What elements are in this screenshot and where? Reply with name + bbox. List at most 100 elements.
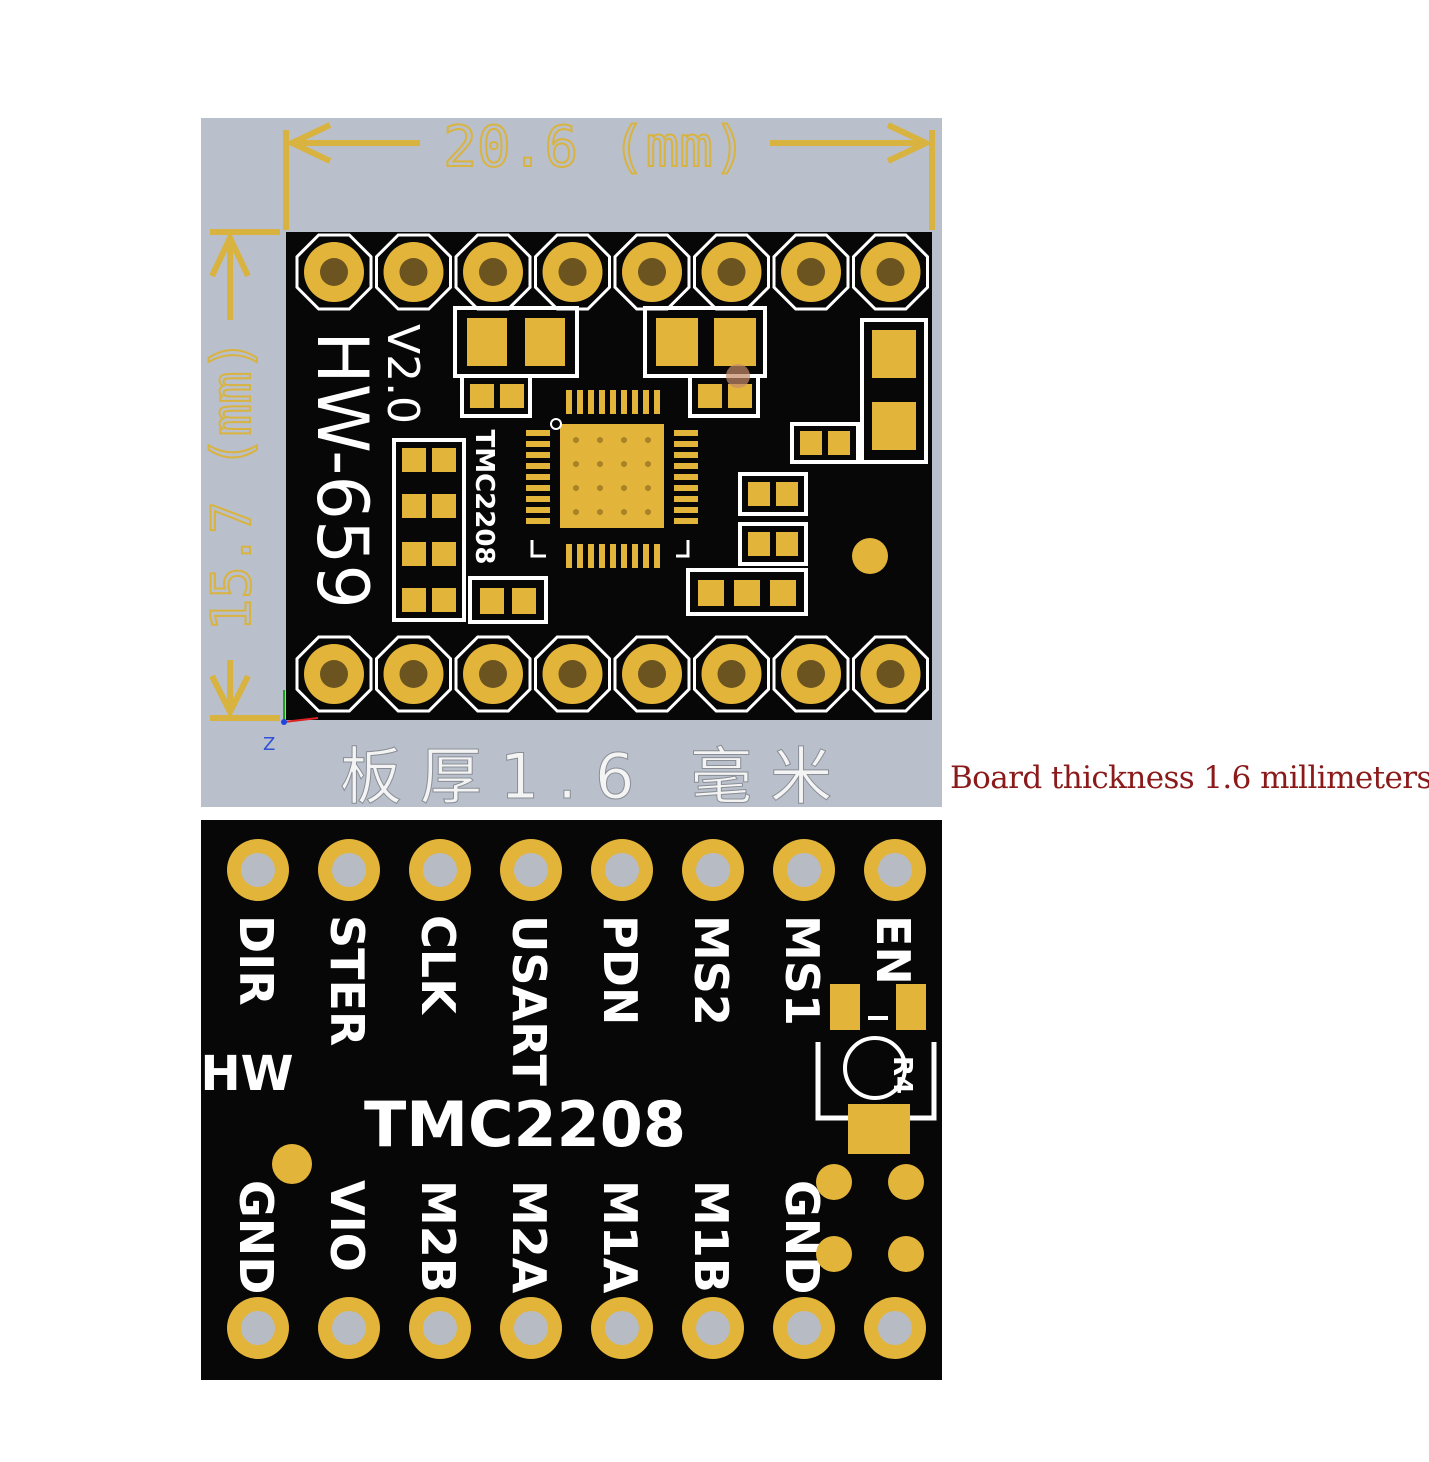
- top-pin-label: PDN: [593, 915, 647, 1025]
- qfn-pin: [674, 463, 698, 469]
- pin-hole: [605, 853, 639, 887]
- pin-outline: [375, 233, 452, 311]
- thermal-via: [621, 437, 627, 443]
- thermal-via: [573, 485, 579, 491]
- qfn-pin: [621, 390, 627, 414]
- pin-outline: [295, 635, 373, 713]
- bottom-pin-label: GND: [229, 1180, 283, 1294]
- bottom-pin-label: M2A: [502, 1180, 556, 1294]
- brand-label: HW: [200, 1046, 293, 1102]
- pin-hole: [797, 258, 825, 286]
- top-pin-label: STER: [320, 915, 374, 1046]
- qfn-pin: [654, 390, 660, 414]
- bottom-pin-label: VIO: [320, 1180, 374, 1272]
- pin-outline: [772, 635, 850, 713]
- qfn-pin: [599, 544, 605, 568]
- qfn-pin: [599, 390, 605, 414]
- qfn-pin: [674, 441, 698, 447]
- top-pin-label: MS2: [684, 915, 738, 1026]
- pin-hole: [638, 660, 666, 688]
- pin-hole: [787, 853, 821, 887]
- bottom-view-top-pins: [227, 839, 926, 901]
- pin-hole: [514, 853, 548, 887]
- chip-label-bottom: TMC2208: [364, 1088, 686, 1161]
- thermal-via: [573, 437, 579, 443]
- qfn-pin: [526, 430, 550, 436]
- qfn-pin: [632, 544, 638, 568]
- top-pin-label: MS1: [775, 915, 829, 1026]
- qfn-pin: [526, 496, 550, 502]
- qfn-pin: [577, 544, 583, 568]
- qfn-pin: [526, 474, 550, 480]
- pin-outline: [772, 233, 850, 311]
- qfn-pin: [610, 544, 616, 568]
- qfn-pin: [526, 441, 550, 447]
- top-pin-label: EN: [866, 915, 920, 985]
- qfn-pin: [610, 390, 616, 414]
- qfn-pin: [643, 544, 649, 568]
- pin-hole: [399, 258, 428, 286]
- board-model-label: HW-659: [301, 331, 383, 609]
- thickness-label: 板厚1.6 毫米: [340, 740, 850, 813]
- height-dimension-label: 15.7 (mm): [200, 339, 263, 632]
- pin-hole: [878, 1311, 912, 1345]
- pin-hole: [717, 258, 746, 286]
- bottom-header-pins: [295, 635, 929, 713]
- pin-hole: [876, 660, 905, 688]
- qfn-pin: [632, 390, 638, 414]
- thermal-via: [597, 509, 603, 515]
- pin-hole: [479, 660, 507, 688]
- pin-hole: [423, 853, 457, 887]
- pin-outline: [613, 635, 691, 713]
- pin-hole: [241, 1311, 275, 1345]
- pin-hole: [717, 660, 746, 688]
- top-pin-label: DIR: [229, 915, 283, 1006]
- pin-hole: [514, 1311, 548, 1345]
- qfn-pin: [674, 496, 698, 502]
- pin-hole: [558, 660, 587, 688]
- height-dimension: [209, 229, 280, 721]
- bottom-pin-label: GND: [775, 1180, 829, 1294]
- bottom-pin-label: M1A: [593, 1180, 647, 1294]
- width-dimension: [283, 122, 935, 230]
- top-pin-label: CLK: [411, 915, 465, 1016]
- axis-z-label: Z: [263, 734, 275, 755]
- pin-hole: [479, 258, 507, 286]
- bottom-view-bottom-pins: [227, 1297, 926, 1359]
- thermal-via: [573, 461, 579, 467]
- thermal-via: [645, 509, 651, 515]
- pin-outline: [693, 635, 770, 713]
- pin-hole: [332, 853, 366, 887]
- width-dimension-label: 20.6 (mm): [443, 115, 746, 180]
- bottom-pin-label: M1B: [684, 1180, 738, 1293]
- qfn-pin: [674, 474, 698, 480]
- resistor-label: R4: [887, 1056, 917, 1094]
- bottom-pin-label: M2B: [411, 1180, 465, 1293]
- thermal-via: [621, 485, 627, 491]
- pin-outline: [852, 635, 929, 713]
- top-header-pins: [295, 233, 929, 311]
- thermal-via: [645, 485, 651, 491]
- qfn-pin: [643, 390, 649, 414]
- en-jumper: R4: [815, 984, 937, 1272]
- qfn-pin: [526, 507, 550, 513]
- pin-outline: [534, 635, 611, 713]
- qfn-pin: [588, 390, 594, 414]
- pin-hole: [558, 258, 587, 286]
- thermal-via: [597, 437, 603, 443]
- pin-outline: [454, 635, 532, 713]
- qfn-pin: [674, 452, 698, 458]
- qfn-chip: [526, 390, 698, 568]
- pin-hole: [241, 853, 275, 887]
- qfn-pin: [577, 390, 583, 414]
- pin-hole: [696, 1311, 730, 1345]
- thermal-via: [597, 485, 603, 491]
- thermal-via: [573, 509, 579, 515]
- pin-hole: [797, 660, 825, 688]
- chip-label-top: TMC2208: [469, 429, 499, 564]
- qfn-pin: [654, 544, 660, 568]
- pin-hole: [320, 660, 348, 688]
- qfn-pin: [526, 485, 550, 491]
